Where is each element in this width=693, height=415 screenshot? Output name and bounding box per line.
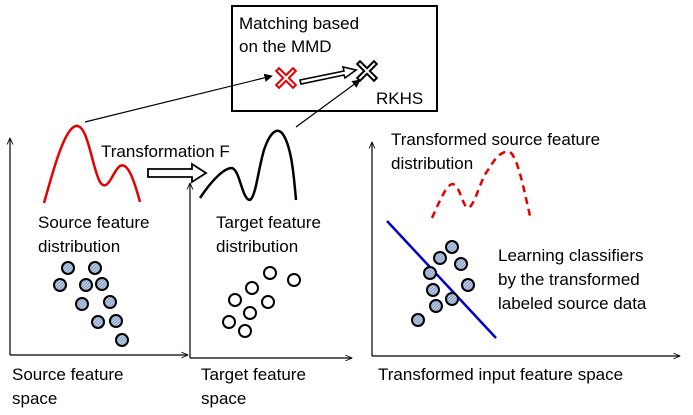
transformed-dot — [411, 313, 425, 327]
transformed-distribution-curve — [430, 150, 532, 219]
transformed-dist-label-line2: distribution — [391, 154, 473, 173]
target-dots — [222, 266, 301, 338]
target-dot — [287, 273, 301, 287]
source-dot — [79, 278, 93, 292]
target-dot — [245, 281, 259, 295]
transformed-dot — [426, 283, 440, 297]
source-dot — [53, 278, 67, 292]
source-dist-label-line2: distribution — [38, 237, 120, 256]
transformed-dot — [445, 240, 459, 254]
source-dot — [91, 315, 105, 329]
target-dot — [228, 293, 242, 307]
source-dot — [103, 295, 117, 309]
transformed-dot — [423, 266, 437, 280]
classifier-boundary-line — [386, 220, 497, 339]
transformed-dot — [454, 257, 468, 271]
mmd-box-title-line2: on the MMD — [239, 37, 332, 56]
source-panel: Source feature distribution Source featu… — [10, 124, 188, 408]
source-distribution-curve — [42, 124, 142, 204]
target-dist-label-line1: Target feature — [216, 213, 321, 232]
target-to-mmd-arrow — [295, 79, 361, 128]
source-dot — [88, 261, 102, 275]
target-distribution-curve — [198, 129, 298, 202]
mmd-source-mark-icon — [274, 66, 298, 90]
target-dist-label-line2: distribution — [216, 237, 298, 256]
target-dot — [261, 295, 275, 309]
rkhs-label: RKHS — [376, 89, 423, 108]
transformed-dots — [411, 240, 475, 327]
mmd-box-title-line1: Matching based — [239, 14, 359, 33]
source-dot — [109, 314, 123, 328]
transformed-axis-label: Transformed input feature space — [378, 365, 623, 384]
transformed-dot — [429, 299, 443, 313]
transformation-arrow-icon — [147, 162, 208, 184]
mmd-match-arrow-icon — [299, 65, 358, 85]
target-dot — [263, 266, 277, 280]
transformed-dot — [433, 251, 447, 265]
classifier-label-line3: labeled source data — [498, 294, 647, 313]
target-dot — [222, 315, 236, 329]
source-dot — [75, 297, 89, 311]
source-to-mmd-arrow — [84, 73, 273, 123]
transformed-dot — [461, 278, 475, 292]
source-dot — [95, 277, 109, 291]
mmd-target-mark-icon — [355, 59, 379, 83]
target-dot — [238, 324, 252, 338]
source-axis-label-line1: Source feature — [12, 365, 124, 384]
transformation-label: Transformation F — [101, 142, 230, 161]
classifier-label-line1: Learning classifiers — [498, 246, 644, 265]
transformed-panel: Transformed source feature distribution … — [372, 130, 680, 384]
target-axis-label-line1: Target feature — [201, 365, 306, 384]
target-panel: Target feature distribution Target featu… — [190, 129, 352, 408]
source-dots — [53, 261, 129, 347]
source-axis-label-line2: space — [12, 389, 57, 408]
classifier-label-line2: by the transformed — [498, 270, 640, 289]
transformed-dot — [445, 292, 459, 306]
target-axis-label-line2: space — [201, 389, 246, 408]
source-dot — [61, 261, 75, 275]
source-dot — [115, 333, 129, 347]
target-dot — [243, 306, 257, 320]
transformed-dist-label-line1: Transformed source feature — [391, 130, 600, 149]
source-dist-label-line1: Source feature — [38, 213, 150, 232]
mmd-box: Matching based on the MMD RKHS — [231, 5, 438, 112]
